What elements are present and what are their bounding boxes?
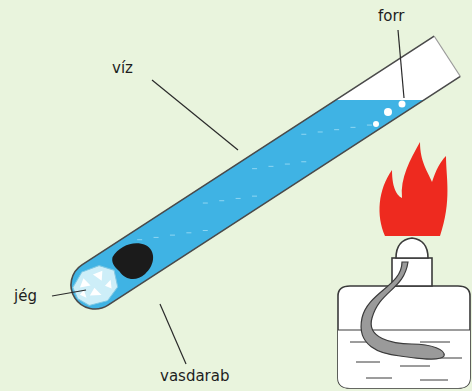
water-speck [285,164,290,165]
water-speck [367,125,372,126]
water-specks [137,125,372,240]
water-speck [334,129,339,130]
water-speck [268,166,273,167]
water-speck [154,237,159,238]
water-speck [203,203,208,204]
water-speck [318,131,323,132]
water-speck [236,198,241,199]
boiling-label: forr [378,8,405,25]
test-tube [0,36,472,391]
water-speck [301,161,306,162]
water-speck [252,196,257,197]
water-speck [252,168,257,169]
bubbles [373,101,431,141]
water-speck [137,239,142,240]
water-speck [203,230,208,231]
water-speck [351,127,356,128]
iron-label: vasdarab [160,368,229,385]
leader-lines [52,30,404,364]
alcohol-lamp [338,238,472,390]
water-speck [219,200,224,201]
water-label: víz [112,60,133,77]
flame [380,142,448,236]
water-speck [186,232,191,233]
water [0,100,472,391]
ice-label: jég [14,288,37,305]
water-speck [301,134,306,135]
water-speck [170,235,175,236]
